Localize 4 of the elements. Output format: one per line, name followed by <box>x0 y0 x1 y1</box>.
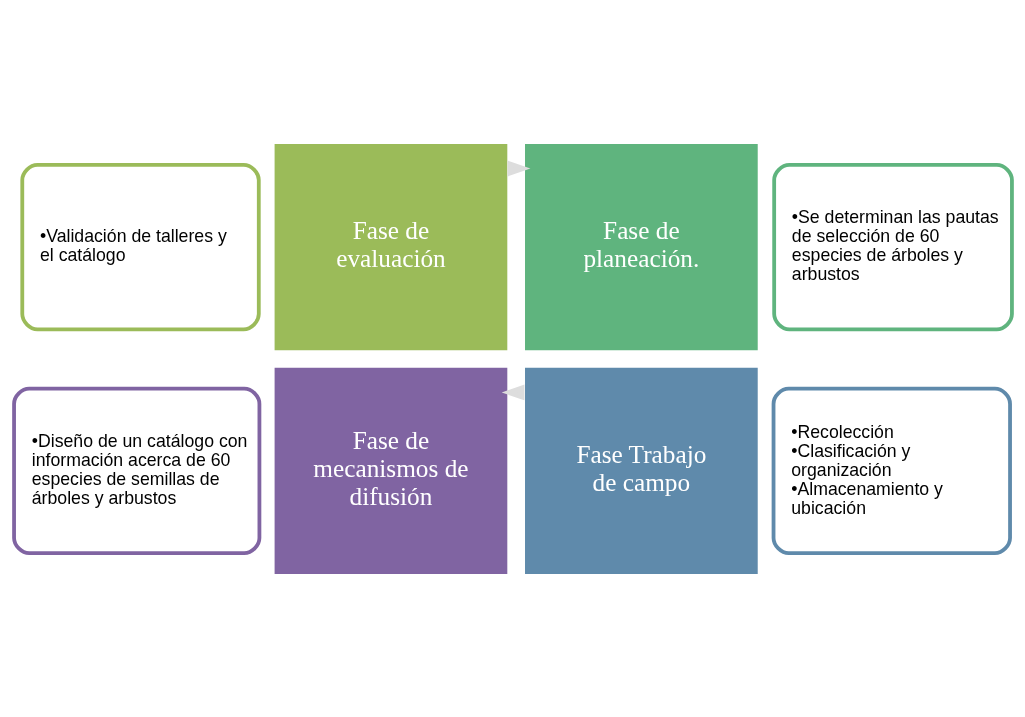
node-box: •Se determinan las pautas de selección de 60 especies de árboles y arbustos <box>771 162 1014 331</box>
node-box: •Recolección •Clasificación y organización •Almacenamiento y ubicación <box>771 386 1012 555</box>
node-box: •Diseño de un catálogo con información acerca de 60 especies de semillas de árboles y arbustos <box>11 386 261 555</box>
node-box: •Validación de talleres y el catálogo <box>19 162 261 331</box>
